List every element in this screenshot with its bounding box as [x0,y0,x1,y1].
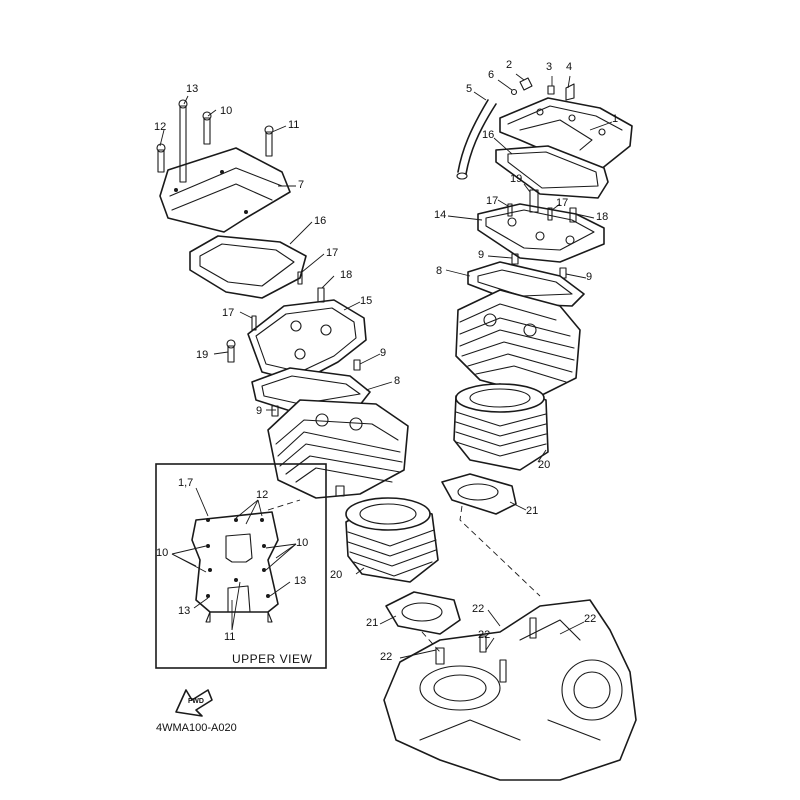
front-cylinder-part [345,497,439,583]
callout-12: 12 [154,121,167,133]
fitting-parts [510,77,575,101]
callout-21: 21 [526,505,539,517]
callout-22: 22 [472,603,485,615]
dowel-pin [511,253,519,265]
rear-cover-gasket-part [495,145,609,199]
inset-callout-11: 11 [224,631,236,643]
callout-22: 22 [478,629,491,641]
inset-callout-10: 10 [296,537,309,549]
callout-10: 10 [220,105,233,117]
callout-22: 22 [584,613,597,625]
callout-22: 22 [380,651,393,663]
dowel-pin [559,267,567,279]
front-base-gasket-part [385,591,461,635]
callout-20: 20 [538,459,551,471]
callout-19: 19 [196,349,209,361]
callout-8: 8 [436,265,443,277]
callout-18: 18 [596,211,609,223]
inset-callout-13: 13 [294,575,307,587]
callout-11: 11 [288,119,300,131]
callout-16: 16 [482,129,495,141]
callout-9: 9 [478,249,485,261]
leader-lines [159,73,613,659]
front-head-cover-part [159,147,291,233]
callout-16: 16 [314,215,327,227]
inset-callout-13: 13 [178,605,191,617]
fwd-label: FWD [188,698,204,705]
dowel-pin [271,405,279,417]
dowel-pin [353,359,361,371]
rear-base-gasket-part [441,473,517,515]
callout-13: 13 [186,83,199,95]
forward-arrow-icon [175,689,213,717]
inset-title: UPPER VIEW [232,652,313,666]
callout-8: 8 [394,375,401,387]
callout-9: 9 [380,347,387,359]
callout-17: 17 [326,247,339,259]
callout-7: 7 [298,179,305,191]
drawing-code: 4WMA100-A020 [156,722,237,734]
callout-18: 18 [340,269,353,281]
callout-17: 17 [486,195,499,207]
rear-housing-bolts [507,189,577,223]
callout-17: 17 [556,197,569,209]
callout-9: 9 [256,405,263,417]
callout-1: 1 [612,113,619,125]
front-cover-bolts [156,99,274,183]
rear-cylinder-head-part [455,289,581,397]
upper-view-inset [155,463,327,669]
callout-14: 14 [434,209,447,221]
inset-callout-12: 12 [256,489,269,501]
front-cylinder-head-part [267,399,409,499]
breather-hose-part [456,99,497,180]
crankcase-part [383,599,637,781]
callout-9: 9 [586,271,593,283]
callout-3: 3 [546,61,553,73]
front-cover-gasket-part [189,235,307,299]
callout-20: 20 [330,569,343,581]
inset-callout-1-7: 1,7 [178,477,194,489]
callout-5: 5 [466,83,473,95]
rear-rocker-housing-part [477,203,605,263]
callout-17: 17 [222,307,235,319]
callout-15: 15 [360,295,373,307]
callout-19: 19 [510,173,523,185]
callout-21: 21 [366,617,379,629]
rear-cylinder-part [453,383,549,471]
callout-2: 2 [506,59,513,71]
callout-4: 4 [566,61,573,73]
assembly-lines [267,499,541,653]
callout-6: 6 [488,69,495,81]
inset-callout-10: 10 [156,547,169,559]
